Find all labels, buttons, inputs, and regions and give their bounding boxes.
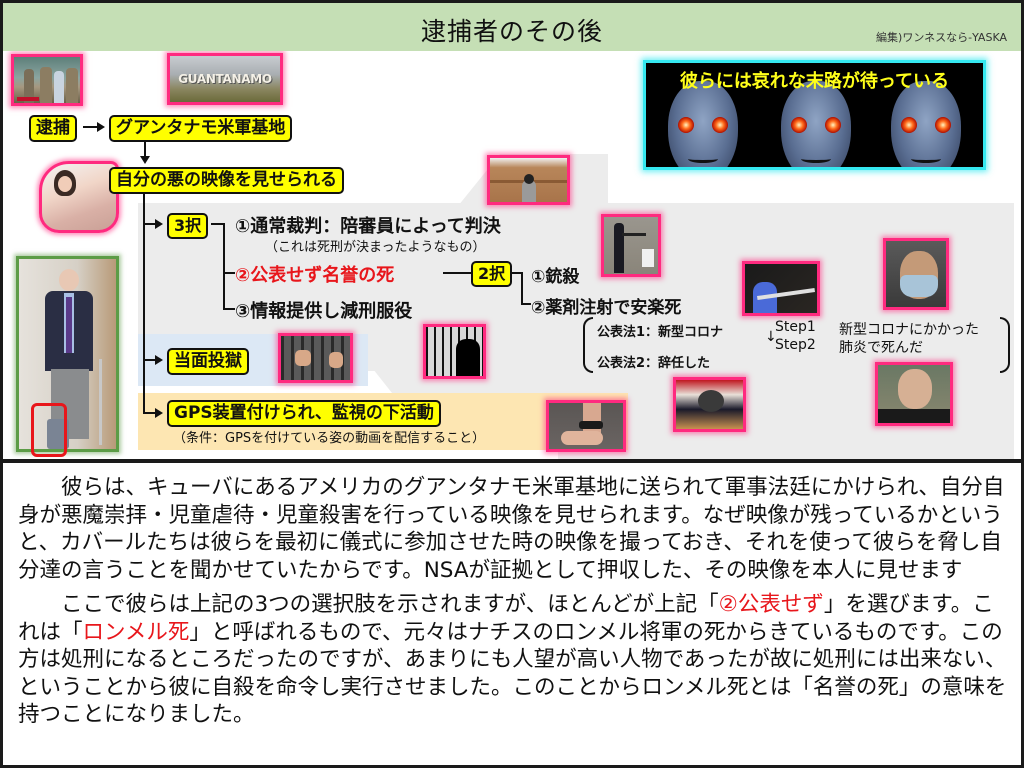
prisoner-in-cell-photo xyxy=(423,324,486,379)
option3-label: ③情報提供し減刑服役 xyxy=(235,301,413,322)
paragraph-1: 彼らは、キューバにあるアメリカのグアンタナモ米軍基地に送られて軍事法廷にかけられ… xyxy=(18,475,1005,583)
syringe-photo xyxy=(742,261,820,316)
option1-note: （これは死刑が決まったようなもの） xyxy=(265,240,486,255)
victim-figure xyxy=(642,249,654,267)
defendant-figure xyxy=(522,180,536,202)
arrest-box: 逮捕 xyxy=(29,115,77,142)
header-bar: 逮捕者のその後 編集)ワンネスなら-YASKA xyxy=(3,3,1021,51)
diagram-area: GUANTANAMO 彼らには哀れな末路が待っている xyxy=(3,51,1021,459)
rifle-shape xyxy=(622,233,646,236)
news-caption-bar xyxy=(878,409,950,423)
ankle-boot xyxy=(47,419,69,449)
news-tag xyxy=(17,97,39,101)
fist-shape xyxy=(329,352,343,368)
connector-line xyxy=(211,223,225,225)
highlight-option2: ②公表せず xyxy=(718,592,824,617)
connector-line xyxy=(83,126,99,128)
connector-line xyxy=(443,272,471,274)
shocked-woman-photo xyxy=(39,161,119,233)
ankle-monitor-photo xyxy=(546,400,626,452)
connector-line xyxy=(143,223,157,225)
soldier-figure xyxy=(66,68,78,103)
banner-text: 彼らには哀れな末路が待っている xyxy=(679,71,950,92)
arrow-down-icon xyxy=(140,156,150,164)
connector-line xyxy=(144,139,146,159)
pub-method-2: 公表法2：辞任した xyxy=(597,356,711,371)
step2-label: Step2 xyxy=(775,337,816,353)
tie-shape xyxy=(66,297,72,353)
section-divider xyxy=(0,459,1024,463)
connector-line xyxy=(511,272,523,274)
prisoner-figure xyxy=(54,71,64,103)
courtroom-photo xyxy=(487,155,570,205)
firing-squad-photo xyxy=(601,214,661,277)
soldier-figure xyxy=(40,67,52,103)
paragraph-2: ここで彼らは上記の3つの選択肢を示されますが、ほとんどが上記「②公表せず」を選び… xyxy=(18,591,1008,729)
connector-line xyxy=(223,272,235,274)
guantanamo-photo: GUANTANAMO xyxy=(167,53,283,105)
bowed-head xyxy=(698,390,724,412)
alien-face-icon xyxy=(668,81,738,167)
gps-anklet xyxy=(579,421,603,429)
guantanamo-sign-text: GUANTANAMO xyxy=(178,72,272,86)
two-choice-box: 2択 xyxy=(471,261,513,287)
pub-method-1: 公表法1：新型コロナ xyxy=(597,325,724,340)
gps-box: GPS装置付けられ、監視の下活動 xyxy=(167,400,441,427)
fist-shape xyxy=(295,350,311,366)
gps-note: （条件：GPSを付けている姿の動画を配信すること） xyxy=(173,431,486,446)
option1-label: ①通常裁判：陪審員によって判決 xyxy=(235,216,501,237)
man-with-ankle-boot-photo xyxy=(16,256,119,452)
face-shape xyxy=(898,369,932,409)
soldier-figure xyxy=(24,69,34,103)
prisoner-silhouette xyxy=(456,339,480,376)
highlight-rommel-death: ロンメル死 xyxy=(82,619,190,645)
arrow-right-icon xyxy=(155,355,163,365)
alien-face-icon xyxy=(891,81,961,167)
connector-line xyxy=(223,308,235,310)
option2b-label: ②薬剤注射で安楽死 xyxy=(531,298,682,318)
shown-video-box: 自分の悪の映像を見せられる xyxy=(109,167,344,194)
three-choice-box: 3択 xyxy=(167,213,209,239)
hands-on-bars-photo xyxy=(278,333,353,383)
explanation-text: 彼らは、キューバにあるアメリカのグアンタナモ米軍基地に送られて軍事法廷にかけられ… xyxy=(18,474,1008,729)
bracket-left xyxy=(583,317,593,373)
option2a-label: ①銃殺 xyxy=(531,267,580,287)
option2-label: ②公表せず名誉の死 xyxy=(235,265,395,286)
arrow-right-icon xyxy=(155,408,163,418)
branch-line xyxy=(521,272,523,304)
cane-shape xyxy=(99,359,102,445)
resignation-press-conference-photo xyxy=(673,377,746,432)
doom-banner: 彼らには哀れな末路が待っている xyxy=(643,60,986,170)
step-arrow-icon: ↓ xyxy=(765,329,777,345)
shooter-figure xyxy=(614,223,624,273)
alien-face-icon xyxy=(781,81,851,167)
corona-line1: 新型コロナにかかった xyxy=(839,322,979,338)
foot-shape xyxy=(561,431,603,445)
connector-line xyxy=(143,359,157,361)
branch-line xyxy=(223,223,225,309)
arrow-right-icon xyxy=(155,219,163,229)
step1-label: Step1 xyxy=(775,319,816,335)
text-span: 」と呼ばれるもので、元々はナチスのロンメル将軍の死からきているものです。この方は… xyxy=(18,619,1007,728)
jail-box: 当面投獄 xyxy=(167,348,249,375)
text-span: ここで彼らは上記の3つの選択肢を示されますが、ほとんどが上記「 xyxy=(61,592,719,617)
connector-line xyxy=(521,303,531,305)
head-shape xyxy=(59,269,79,291)
guantanamo-box: グアンタナモ米軍基地 xyxy=(109,115,293,142)
text-span: 」を選びます。これは「 xyxy=(18,592,994,645)
mask-shape xyxy=(900,275,938,297)
connector-line xyxy=(143,412,157,414)
main-trunk-line xyxy=(143,191,145,413)
news-elderly-man-photo xyxy=(875,362,953,426)
defendant-head xyxy=(524,174,534,184)
arrow-right-icon xyxy=(97,122,105,132)
credit-text: 編集)ワンネスなら-YASKA xyxy=(876,31,1007,44)
page-title: 逮捕者のその後 xyxy=(420,17,603,46)
bracket-right xyxy=(1000,317,1010,373)
face-shape xyxy=(58,176,72,192)
corona-line2: 肺炎で死んだ xyxy=(839,340,923,356)
arrest-photo xyxy=(11,54,83,106)
boot-highlight-box xyxy=(31,403,67,457)
masked-man-photo xyxy=(883,238,949,310)
